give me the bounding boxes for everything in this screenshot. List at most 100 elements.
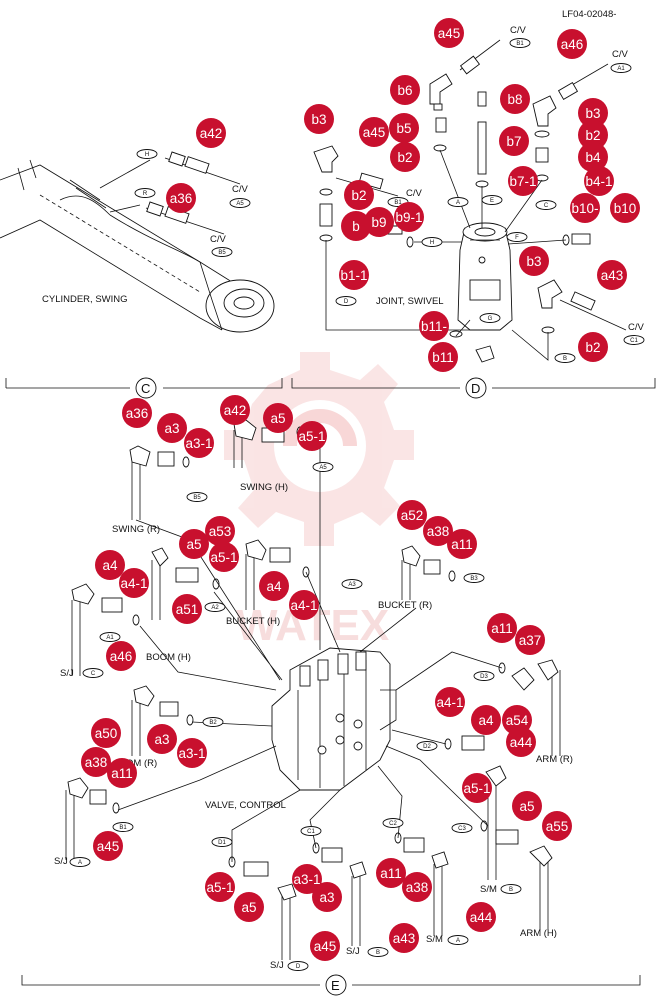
svg-text:a36: a36 (170, 191, 193, 206)
svg-text:a5: a5 (519, 799, 534, 814)
svg-text:B1: B1 (119, 825, 127, 831)
tag-a1-top: A1 (610, 63, 632, 73)
callout: a46 (557, 29, 587, 59)
svg-text:b6: b6 (397, 83, 412, 98)
svg-text:a38: a38 (85, 755, 108, 770)
callout: b (341, 211, 371, 241)
label-swing-h: SWING (H) (240, 482, 288, 493)
callout: b9 (364, 207, 394, 237)
svg-text:a43: a43 (393, 931, 416, 946)
svg-text:a5-1: a5-1 (298, 429, 325, 444)
svg-text:b5: b5 (396, 121, 411, 136)
callout: a38 (81, 747, 111, 777)
svg-text:B: B (563, 356, 567, 362)
svg-text:a5: a5 (241, 900, 256, 915)
drawing-code: LF04-02048- (562, 9, 616, 20)
svg-text:a38: a38 (406, 880, 429, 895)
svg-text:a11: a11 (491, 621, 513, 636)
tag-a3-valve: A3 (341, 579, 363, 589)
callout: a5-1 (209, 542, 239, 572)
callout: a50 (91, 718, 121, 748)
svg-text:a3: a3 (164, 421, 179, 436)
control-valve (271, 647, 397, 791)
callout: a46 (106, 641, 136, 671)
tag-b1-valve: B1 (112, 822, 134, 832)
label-bucket-r: BUCKET (R) (378, 600, 432, 611)
tag-d2-valve: D2 (416, 741, 438, 751)
tag-a1-valve: A1 (99, 632, 121, 642)
callout: a3-1 (184, 428, 214, 458)
callout: b6 (390, 75, 420, 105)
svg-text:b9: b9 (371, 215, 386, 230)
label-boom-h: BOOM (H) (146, 652, 191, 663)
svg-text:b: b (352, 219, 360, 234)
callout: a42 (220, 395, 250, 425)
callout: a4 (259, 571, 289, 601)
svg-text:b7-1: b7-1 (509, 174, 536, 189)
svg-text:b4-1: b4-1 (585, 174, 612, 189)
label-arm-r: ARM (R) (536, 754, 573, 765)
callout: b7 (499, 126, 529, 156)
callout: a45 (310, 931, 340, 961)
svg-text:b11: b11 (432, 350, 454, 365)
svg-text:D3: D3 (480, 674, 488, 680)
svg-text:A: A (456, 938, 460, 944)
svg-text:B1: B1 (394, 200, 402, 206)
section-label-c: C (141, 381, 150, 396)
svg-text:a46: a46 (110, 649, 133, 664)
label-cv-b5: C/V (210, 234, 227, 245)
callout: a11 (376, 858, 406, 888)
svg-text:a5-1: a5-1 (463, 781, 490, 796)
svg-text:a53: a53 (209, 524, 232, 539)
callout: a4 (95, 550, 125, 580)
tag-c-sj: C (82, 668, 104, 678)
callout: a42 (196, 118, 226, 148)
svg-text:a45: a45 (314, 939, 337, 954)
label-boom-r: OM (R) (126, 758, 157, 769)
callout: a3-1 (177, 738, 207, 768)
callout: a43 (597, 260, 627, 290)
section-label-e: E (331, 978, 340, 993)
svg-text:H: H (145, 152, 149, 158)
tag-c2-valve: C2 (382, 818, 404, 828)
svg-text:a44: a44 (470, 910, 493, 925)
tag-h-joint: H (421, 237, 443, 247)
label-cv-b1-joint: C/V (406, 188, 423, 199)
svg-text:B5: B5 (218, 250, 226, 256)
svg-text:A5: A5 (236, 201, 244, 207)
callout: b10- (570, 193, 600, 223)
svg-text:a4-1: a4-1 (436, 695, 463, 710)
svg-text:a11: a11 (380, 866, 402, 881)
label-cv-c1: C/V (628, 322, 645, 333)
callout: b3 (578, 98, 608, 128)
svg-text:a42: a42 (200, 126, 223, 141)
tag-b1-top: B1 (509, 38, 531, 48)
tag-d-joint: D (335, 296, 357, 306)
label-joint-swivel: JOINT, SWIVEL (376, 296, 444, 307)
tag-a-sm: A (447, 935, 469, 945)
callout: a4-1 (119, 568, 149, 598)
callout: b4-1 (584, 166, 614, 196)
tag-r-swing-cyl: R (134, 188, 156, 198)
svg-text:D2: D2 (423, 744, 431, 750)
svg-text:a5-1: a5-1 (206, 880, 233, 895)
callout: b9-1 (394, 202, 424, 232)
svg-text:a3-1: a3-1 (293, 872, 320, 887)
svg-text:a4-1: a4-1 (290, 598, 317, 613)
svg-text:b8: b8 (507, 92, 522, 107)
svg-text:a55: a55 (546, 819, 569, 834)
callout: a36 (122, 398, 152, 428)
svg-text:C1: C1 (630, 338, 638, 344)
section-bracket-e: E (21, 974, 641, 996)
callout: b5 (389, 113, 419, 143)
svg-text:a11: a11 (111, 766, 133, 781)
callout: b7-1 (508, 166, 538, 196)
tag-b-sm: B (500, 884, 522, 894)
svg-text:a51: a51 (176, 602, 199, 617)
tag-a5-valve: A5 (312, 462, 334, 472)
callout: b3 (304, 104, 334, 134)
svg-text:a37: a37 (519, 633, 542, 648)
callout: a43 (389, 923, 419, 953)
svg-text:a45: a45 (438, 26, 461, 41)
callout: a37 (515, 625, 545, 655)
